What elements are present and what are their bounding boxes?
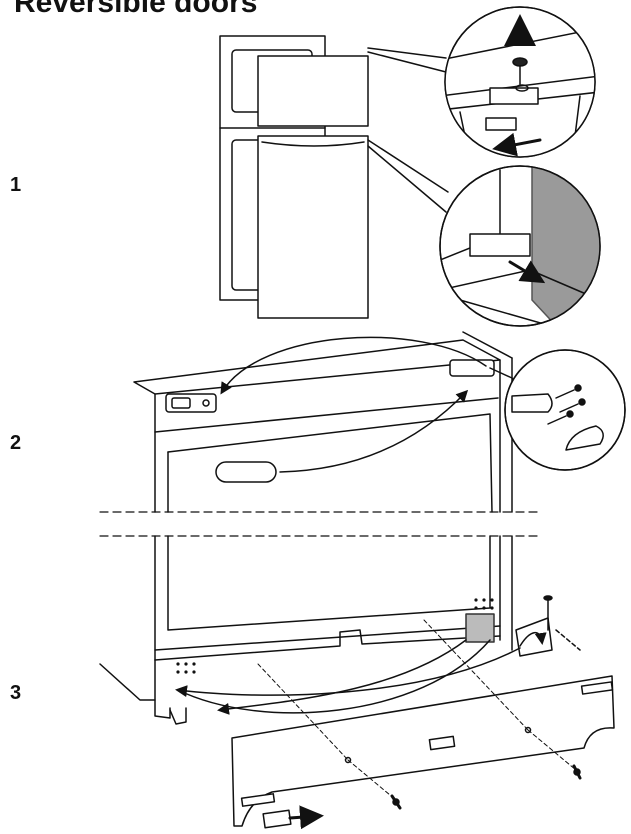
detail-handle-screws: [504, 349, 626, 471]
page-title: Reversible doors: [14, 0, 258, 19]
step-number-3: 3: [10, 682, 22, 704]
fridge-door: [257, 135, 369, 319]
cover-panel: [231, 675, 615, 830]
detail-top-hinge: [444, 6, 596, 158]
swap-arrows: [175, 639, 521, 715]
hinge-plate: [465, 613, 495, 643]
step2-door: [133, 331, 521, 513]
detail-middle-hinge: [439, 165, 601, 327]
step3-door-bottom: [99, 535, 581, 725]
hinge-slot-right: [449, 359, 495, 377]
step-number-2: 2: [10, 432, 22, 454]
step1-fridge: [219, 35, 449, 319]
break-lines: [99, 511, 541, 537]
step-number-1: 1: [10, 174, 22, 196]
screws: [390, 764, 582, 810]
assembly-guides: [257, 619, 577, 801]
freezer-door: [257, 55, 369, 127]
handle-slot: [215, 461, 277, 483]
